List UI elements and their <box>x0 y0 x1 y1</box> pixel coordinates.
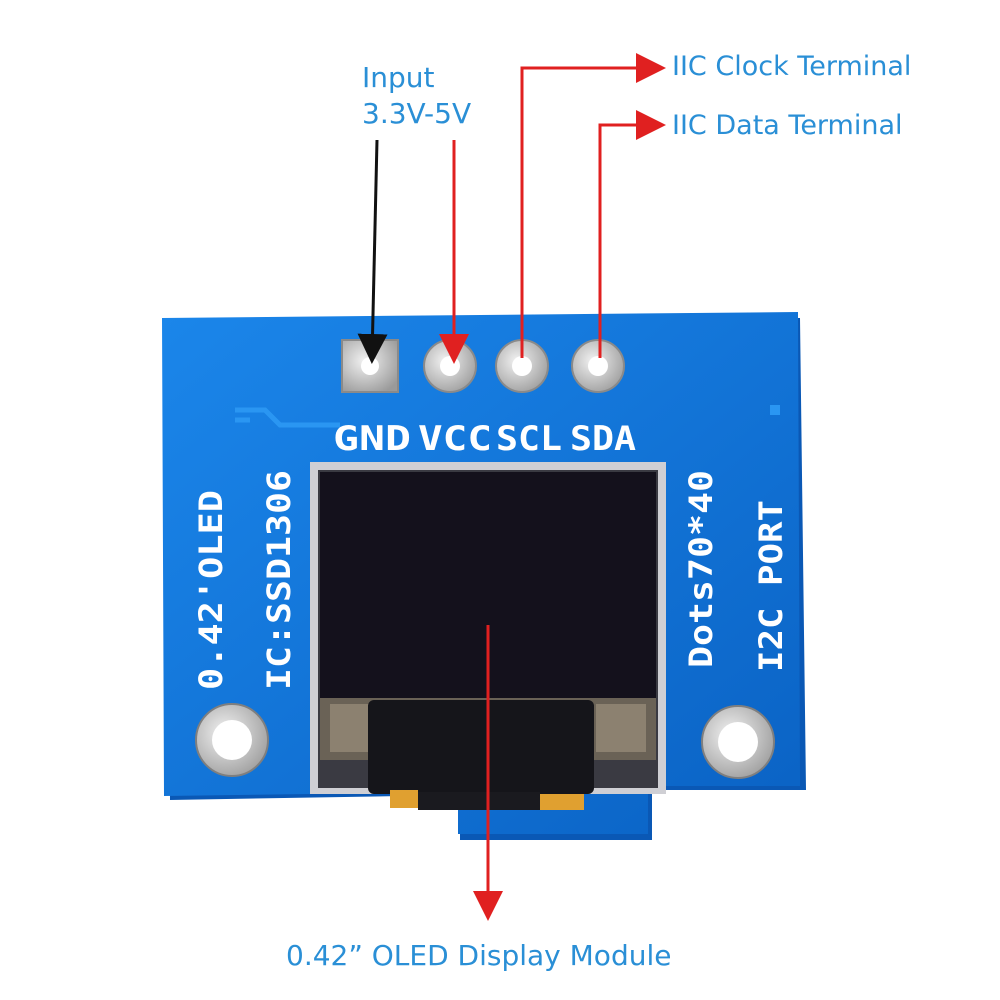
arrow-scl <box>520 53 666 358</box>
side-label-size: 0.42'OLED <box>192 490 230 690</box>
iic-data-label: IIC Data Terminal <box>672 110 903 141</box>
input-label-title: Input <box>362 61 435 94</box>
side-label-ic: IC:SSD1306 <box>260 470 298 690</box>
input-label: Input 3.3V-5V <box>362 60 471 132</box>
module-label: 0.42” OLED Display Module <box>286 939 672 972</box>
iic-clock-label: IIC Clock Terminal <box>672 51 912 82</box>
input-label-voltage: 3.3V-5V <box>362 97 472 130</box>
mounting-holes <box>195 703 775 779</box>
callout-arrows <box>357 53 666 921</box>
arrow-sda <box>598 110 666 358</box>
pin-label-vcc: VCC <box>418 419 492 459</box>
pin-label-sda: SDA <box>570 419 636 459</box>
side-label-port: I2C PORT <box>752 500 790 672</box>
pin-label-scl: SCL <box>496 419 562 459</box>
pin-label-gnd: GND <box>333 419 411 459</box>
side-label-dots: Dots70*40 <box>682 470 720 668</box>
arrow-gnd <box>357 139 388 364</box>
